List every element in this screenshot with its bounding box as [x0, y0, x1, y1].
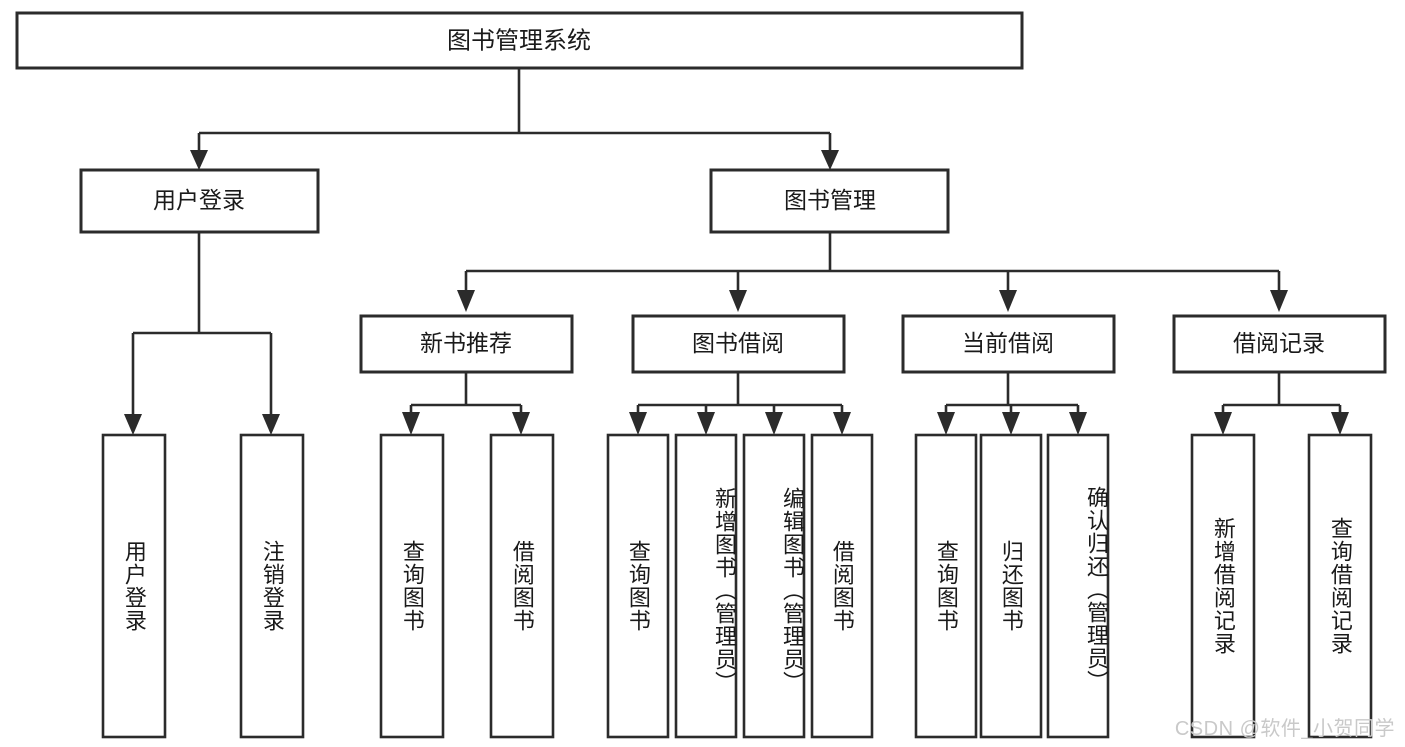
leaf-box-user-login-login[interactable]: [101, 433, 167, 739]
borrow-record-label: 借阅记录: [1233, 330, 1325, 356]
leaf-box-nbr-borrow-book[interactable]: [489, 433, 555, 739]
arrow-nbr-l1: [402, 412, 420, 435]
current-borrow-label: 当前借阅: [962, 330, 1054, 356]
arrow-to-user-login: [190, 150, 208, 170]
arrow-bb-l4: [833, 412, 851, 435]
book-management-label: 图书管理: [784, 187, 876, 213]
arrow-bm-c1: [457, 290, 475, 312]
leaf-box-br-add-record[interactable]: [1190, 433, 1256, 739]
leaf-box-cb-confirm-return-admin[interactable]: [1046, 433, 1110, 739]
leaf-box-cb-query-book[interactable]: [914, 433, 978, 739]
leaf-box-user-login-logout[interactable]: [239, 433, 305, 739]
leaf-box-bb-edit-book-admin[interactable]: [742, 433, 806, 739]
book-management-box[interactable]: [709, 168, 950, 234]
node-new-book-recommend[interactable]: 新书推荐: [359, 314, 574, 374]
borrow-record-box[interactable]: [1172, 314, 1387, 374]
arrow-bb-l2: [697, 412, 715, 435]
leaf-box-cb-return-book[interactable]: [979, 433, 1043, 739]
node-book-borrow[interactable]: 图书借阅: [631, 314, 846, 374]
arrow-cb-l1: [937, 412, 955, 435]
current-borrow-box[interactable]: [901, 314, 1116, 374]
leaf-box-nbr-query-book[interactable]: [379, 433, 445, 739]
arrow-bb-l3: [765, 412, 783, 435]
book-borrow-label: 图书借阅: [692, 330, 784, 356]
node-user-login[interactable]: 用户登录: [79, 168, 320, 234]
root-label: 图书管理系统: [447, 27, 591, 54]
book-borrow-box[interactable]: [631, 314, 846, 374]
arrow-br-l1: [1214, 412, 1232, 435]
arrow-br-l2: [1331, 412, 1349, 435]
arrow-ul-leaf2: [262, 414, 280, 435]
arrow-bm-c4: [1270, 290, 1288, 312]
arrow-bm-c2: [729, 290, 747, 312]
arrow-to-book-management: [821, 150, 839, 170]
arrow-ul-leaf1: [124, 414, 142, 435]
arrow-nbr-l2: [512, 412, 530, 435]
new-book-recommend-box[interactable]: [359, 314, 574, 374]
node-current-borrow[interactable]: 当前借阅: [901, 314, 1116, 374]
leaf-box-bb-borrow-book[interactable]: [810, 433, 874, 739]
arrow-cb-l3: [1069, 412, 1087, 435]
node-book-management[interactable]: 图书管理: [709, 168, 950, 234]
leaf-box-br-query-record[interactable]: [1307, 433, 1373, 739]
root-box[interactable]: [15, 11, 1024, 70]
new-book-recommend-label: 新书推荐: [420, 330, 512, 356]
arrow-cb-l2: [1002, 412, 1020, 435]
node-root-book-management-system[interactable]: 图书管理系统: [15, 11, 1024, 70]
leaf-box-bb-add-book-admin[interactable]: [674, 433, 738, 739]
node-borrow-record[interactable]: 借阅记录: [1172, 314, 1387, 374]
arrow-bm-c3: [999, 290, 1017, 312]
user-login-label: 用户登录: [153, 187, 245, 213]
arrow-bb-l1: [629, 412, 647, 435]
leaf-box-bb-query-book[interactable]: [606, 433, 670, 739]
